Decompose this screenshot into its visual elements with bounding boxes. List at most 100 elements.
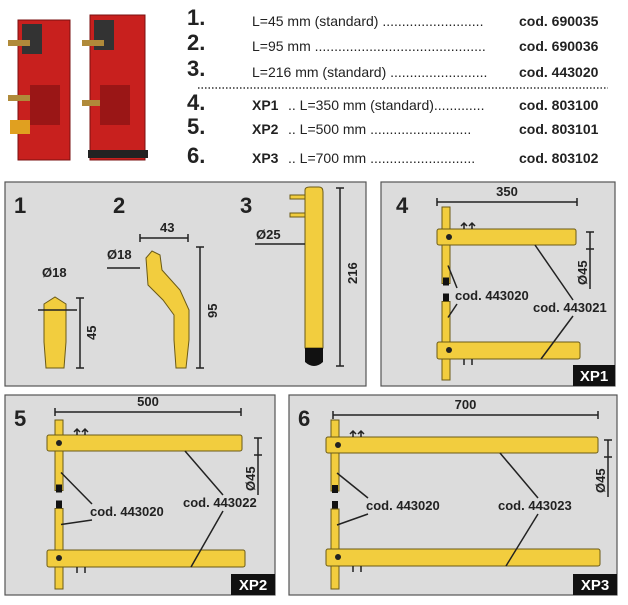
panel-label: 5: [14, 406, 26, 431]
electrode-tip: [332, 485, 338, 493]
leader-line: [60, 519, 93, 526]
electrode-tip: [56, 500, 62, 509]
leader-line: [447, 303, 458, 318]
code-label-arm: cod. 443023: [498, 498, 572, 513]
electrode-tip: [332, 501, 338, 509]
leader-line: [540, 315, 574, 360]
leader-line: [190, 510, 224, 568]
length-label: 350: [496, 184, 518, 199]
lower-arm: [436, 341, 581, 360]
row-desc: .. L=500 mm ..........................: [288, 121, 471, 137]
electrode-holder-bottom: [441, 301, 451, 381]
part-label-1: 1: [14, 193, 26, 218]
row-prefix: XP3: [252, 150, 279, 166]
code-label-arm: cod. 443022: [183, 495, 257, 510]
row-num: 2.: [187, 30, 205, 55]
welding-machines-photo: [8, 14, 148, 161]
part-label-3: 3: [240, 193, 252, 218]
row-desc: L=45 mm (standard) .....................…: [252, 13, 483, 29]
row-num: 1.: [187, 5, 205, 30]
electrode-3: [304, 186, 324, 349]
upper-arm: [436, 228, 577, 246]
leader-line: [184, 450, 224, 496]
length-label: 216: [345, 262, 360, 284]
model-badge-label: XP2: [239, 577, 267, 594]
row-code: cod. 803102: [519, 150, 599, 166]
pivot-bolt: [446, 347, 452, 353]
row-num: 6.: [187, 143, 205, 168]
row-desc: L=216 mm (standard) ....................…: [252, 64, 487, 80]
leader-line: [447, 265, 458, 289]
dia-label: Ø25: [256, 227, 281, 242]
model-badge-label: XP1: [580, 368, 608, 385]
row-desc: .. L=700 mm ...........................: [288, 150, 475, 166]
panel-electrodes: 1 2 3 Ø18 45 43 Ø18 95 Ø25 216: [4, 181, 367, 387]
pivot-bolt: [446, 234, 452, 240]
part-code-table: 1. L=45 mm (standard) ..................…: [187, 5, 608, 168]
leader-line: [60, 471, 93, 505]
code-label-electrode: cod. 443020: [90, 504, 164, 519]
part-label-2: 2: [113, 193, 125, 218]
row-code: cod. 690036: [519, 38, 599, 54]
model-badge: [573, 365, 615, 386]
leader-line: [534, 244, 574, 301]
dia-label: Ø45: [593, 468, 608, 493]
leader-line: [499, 452, 539, 499]
length-label: 500: [137, 394, 159, 409]
panel-label: 6: [298, 406, 310, 431]
row-prefix: XP1: [252, 97, 279, 113]
row-code: cod. 803101: [519, 121, 599, 137]
clip: [81, 427, 89, 435]
code-label-arm: cod. 443021: [533, 300, 607, 315]
row-desc: L=95 mm ................................…: [252, 38, 486, 54]
electrode-tip: [56, 484, 62, 493]
dia-label: Ø45: [575, 260, 590, 285]
row-code: cod. 690035: [519, 13, 599, 29]
code-label-electrode: cod. 443020: [455, 288, 529, 303]
model-badge: [231, 574, 275, 595]
clip: [349, 429, 357, 437]
length-label: 45: [84, 326, 99, 340]
row-code: cod. 443020: [519, 64, 599, 80]
leader-line: [336, 513, 369, 526]
clip: [460, 221, 468, 229]
row-prefix: XP2: [252, 121, 279, 137]
pivot-bolt: [335, 554, 341, 560]
length-label: 95: [205, 304, 220, 318]
row-num: 5.: [187, 114, 205, 139]
dia-label: Ø18: [107, 247, 132, 262]
offset-label: 43: [160, 220, 174, 235]
lower-arm: [325, 548, 601, 567]
electrode-holder-top: [330, 419, 340, 492]
electrode-2: [145, 250, 190, 369]
pivot-bolt: [56, 555, 62, 561]
leader-line: [505, 513, 539, 567]
electrode-tip: [443, 277, 449, 286]
dia-label: Ø45: [243, 466, 258, 491]
model-badge-label: XP3: [581, 577, 609, 594]
row-num: 4.: [187, 90, 205, 115]
electrode-tip: [443, 293, 449, 302]
row-desc: .. L=350 mm (standard).............: [288, 97, 484, 113]
dia-label: Ø18: [42, 265, 67, 280]
upper-arm: [46, 434, 243, 452]
clip: [468, 221, 476, 229]
row-num: 3.: [187, 56, 205, 81]
electrode-tip: [305, 348, 323, 366]
upper-arm: [325, 436, 599, 454]
panel-label: 4: [396, 193, 409, 218]
length-label: 700: [455, 397, 477, 412]
model-badge: [573, 574, 617, 595]
leader-line: [336, 472, 369, 499]
electrode-holder-top: [54, 419, 64, 491]
pivot-bolt: [335, 442, 341, 448]
clip: [357, 429, 365, 437]
clip: [73, 427, 81, 435]
code-label-electrode: cod. 443020: [366, 498, 440, 513]
pivot-bolt: [56, 440, 62, 446]
electrode-holder-bottom: [54, 508, 64, 590]
lower-arm: [46, 549, 246, 568]
